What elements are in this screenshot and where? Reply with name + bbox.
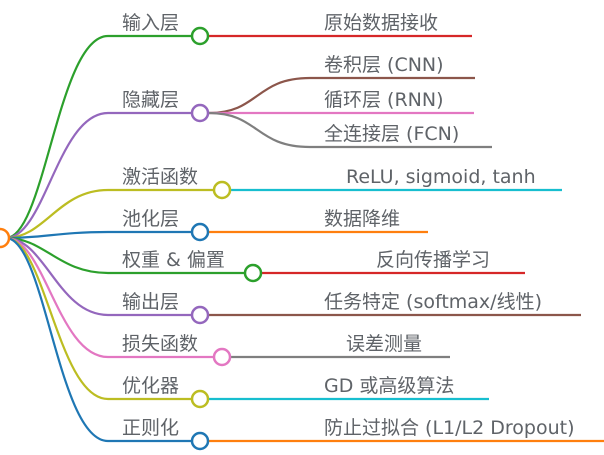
branch-label: 输出层	[122, 291, 179, 313]
leaf-label: 原始数据接收	[324, 12, 438, 34]
branch-node[interactable]	[190, 305, 210, 325]
branch-edge	[5, 236, 244, 275]
branch-label: 正则化	[122, 417, 179, 439]
branch-edge	[5, 188, 213, 240]
branch-label: 损失函数	[122, 333, 198, 355]
leaf-edge	[208, 76, 475, 115]
leaf-label: 循环层 (RNN)	[324, 89, 444, 111]
branch-node[interactable]	[190, 26, 210, 46]
branch-node[interactable]	[190, 431, 210, 451]
branch-node[interactable]	[212, 180, 232, 200]
branch-node[interactable]	[190, 389, 210, 409]
branch-label: 输入层	[122, 12, 179, 34]
leaf-label: 任务特定 (softmax/线性)	[324, 291, 542, 313]
leaf-label: 卷积层 (CNN)	[324, 54, 444, 76]
edges	[5, 34, 604, 443]
branch-edge	[5, 111, 191, 240]
leaf-label: 数据降维	[324, 208, 400, 230]
root-node[interactable]	[0, 227, 11, 249]
leaf-label: GD 或高级算法	[324, 375, 454, 397]
leaf-label: 全连接层 (FCN)	[324, 123, 459, 145]
branch-edge	[5, 236, 191, 317]
branch-node[interactable]	[190, 103, 210, 123]
leaf-label: 误差测量	[346, 333, 422, 355]
branch-node[interactable]	[212, 347, 232, 367]
leaf-label: ReLU, sigmoid, tanh	[346, 166, 536, 188]
branch-edge	[5, 34, 191, 240]
branch-label: 优化器	[122, 375, 179, 397]
branch-label: 权重 & 偏置	[122, 249, 225, 271]
leaf-edge	[208, 111, 492, 149]
branch-node[interactable]	[243, 263, 263, 283]
branch-label: 激活函数	[122, 166, 198, 188]
branch-label: 隐藏层	[122, 89, 179, 111]
branch-node[interactable]	[190, 222, 210, 242]
branch-edge	[5, 236, 191, 401]
branch-label: 池化层	[122, 208, 179, 230]
nodes	[0, 26, 263, 451]
branch-edge	[5, 230, 191, 240]
leaf-label: 防止过拟合 (L1/L2 Dropout)	[324, 417, 574, 439]
branch-edge	[5, 236, 213, 359]
leaf-label: 反向传播学习	[376, 249, 490, 271]
branch-edge	[5, 236, 191, 443]
